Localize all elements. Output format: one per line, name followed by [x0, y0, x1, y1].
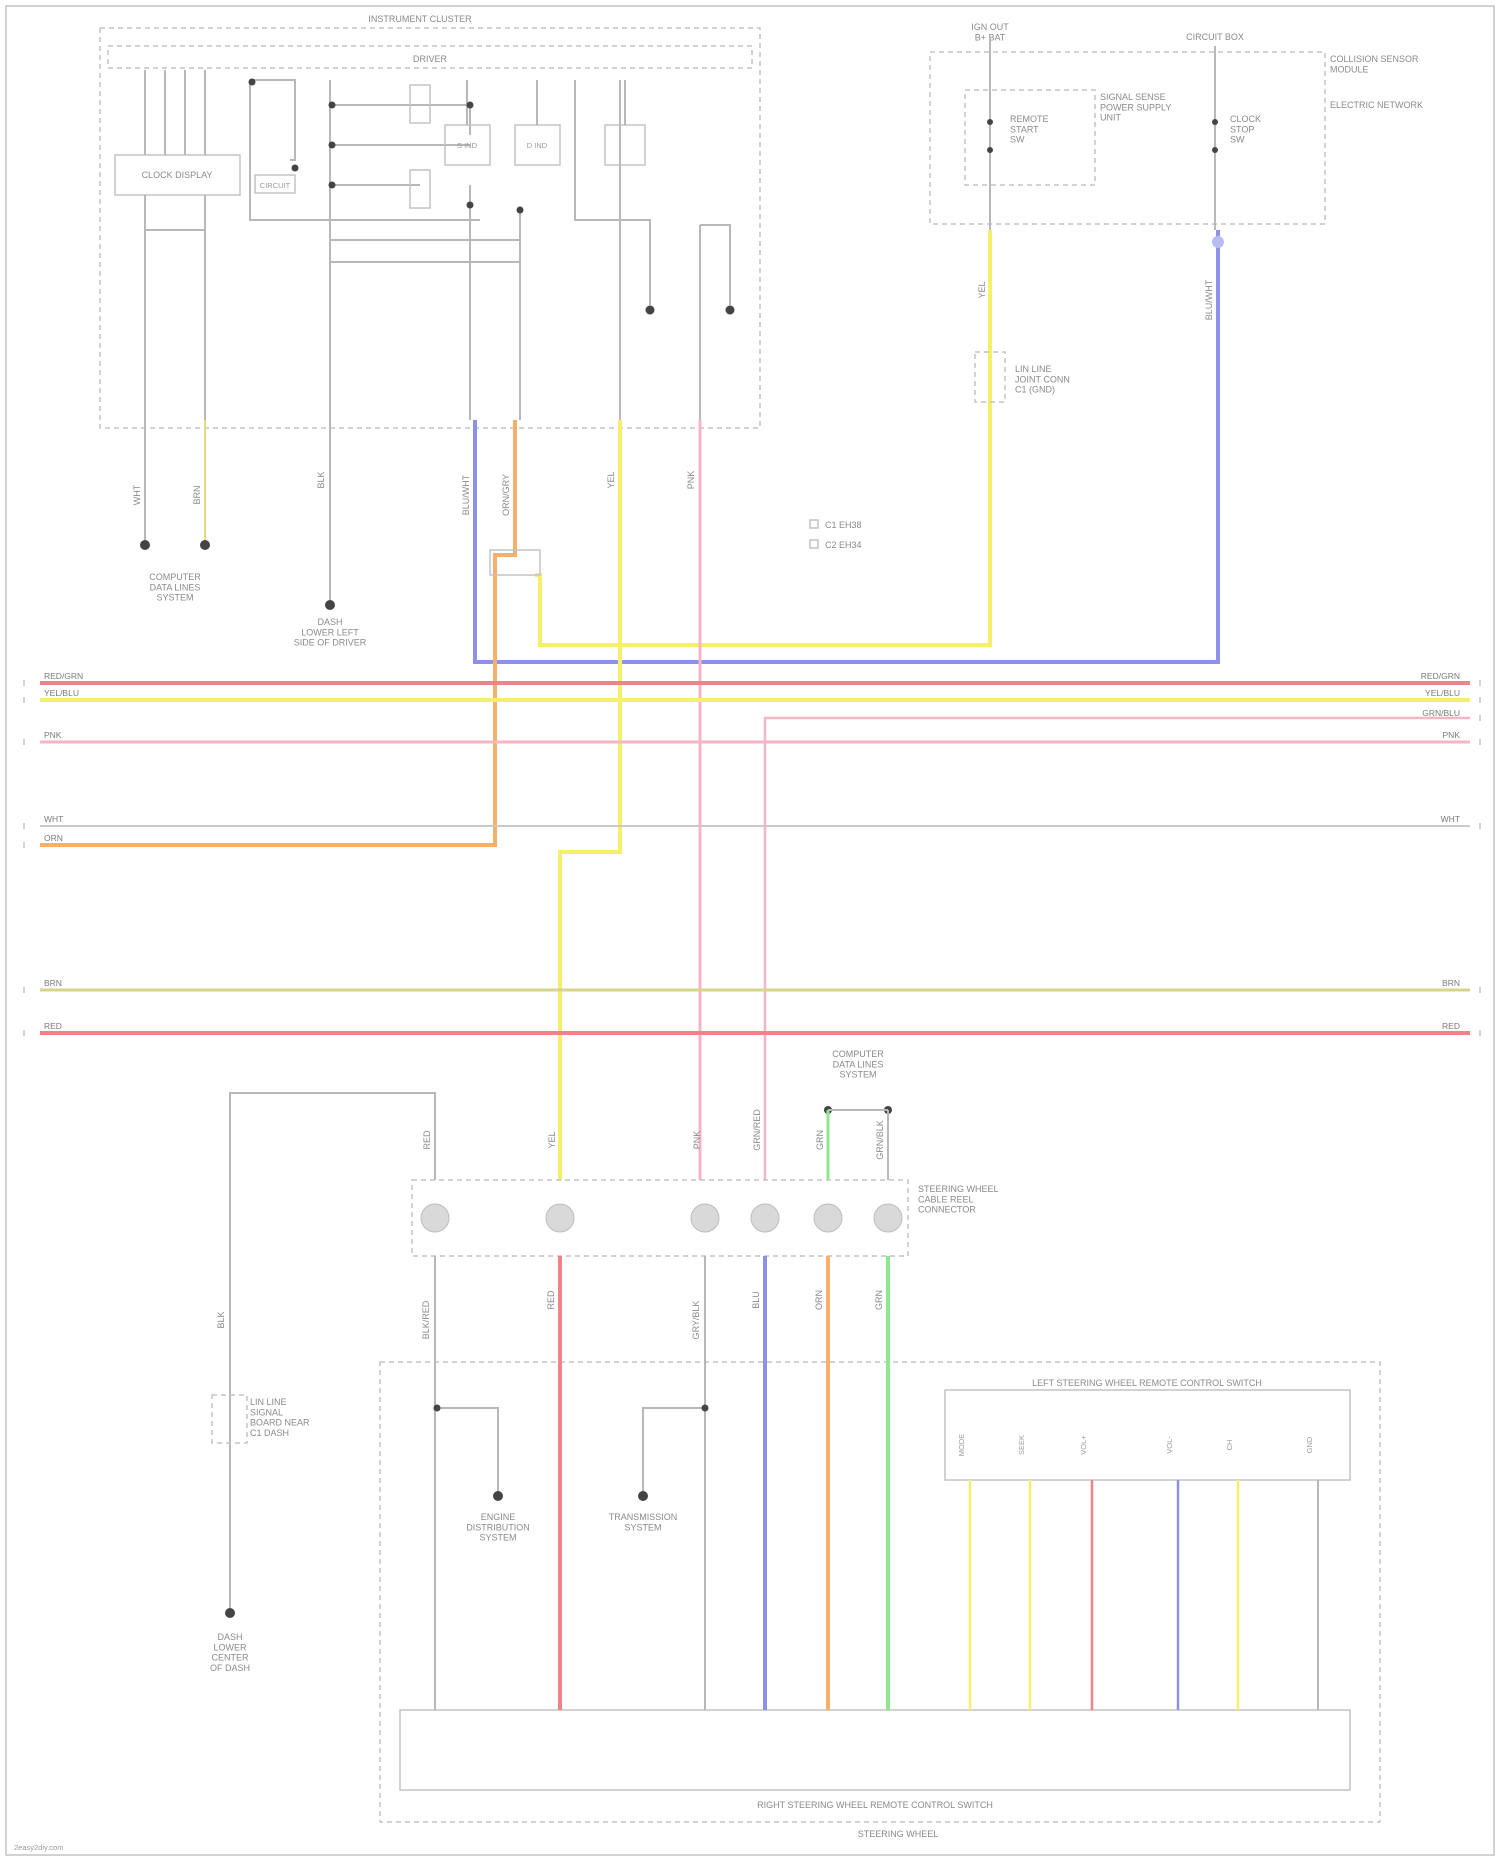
- bus-left-3: WHT: [44, 814, 63, 824]
- wire-top-orange: ORN/GRY: [501, 474, 511, 516]
- bus-left-4: ORN: [44, 833, 63, 843]
- circuit-box-label: CIRCUIT BOX: [1186, 32, 1244, 42]
- wire-sw-5: GRN: [815, 1130, 825, 1150]
- cluster-outputs: BLU/WHT ORN/GRY YEL PNK: [40, 420, 700, 1180]
- bus-left-6: RED: [44, 1021, 62, 1031]
- bottom-module-label: RIGHT STEERING WHEEL REMOTE CONTROL SWIT…: [757, 1800, 993, 1810]
- wire-sw-1: RED: [422, 1130, 432, 1150]
- switch-col-2-label: SEEK: [1017, 1435, 1026, 1455]
- wire-top-blue: BLU/WHT: [461, 474, 471, 515]
- wire-low-6: GRN: [874, 1290, 884, 1310]
- switch-col-6-label: GND: [1305, 1436, 1314, 1453]
- d-ind-label: D IND: [527, 141, 548, 150]
- wire-sw-3: PNK: [692, 1131, 702, 1150]
- bus-right-2: GRN/BLU: [1422, 708, 1460, 718]
- bus-left-5: BRN: [44, 978, 62, 988]
- bus-right-1: YEL/BLU: [1425, 688, 1460, 698]
- legend-2: C2 EH34: [825, 540, 862, 550]
- cruise-title-label: LEFT STEERING WHEEL REMOTE CONTROL SWITC…: [1032, 1378, 1262, 1388]
- wire-low-3: GRY/BLK: [691, 1301, 701, 1340]
- bus-right-0: RED/GRN: [1421, 671, 1460, 681]
- wire-sw-4: GRN/RED: [752, 1109, 762, 1151]
- wire-sw-2: YEL: [547, 1131, 557, 1148]
- bus-right-4: WHT: [1441, 814, 1460, 824]
- clock-display-label: CLOCK DISPLAY: [142, 170, 213, 180]
- bus-right-3: PNK: [1443, 730, 1461, 740]
- bus-left-0: RED/GRN: [44, 671, 83, 681]
- steering-wheel-label: STEERING WHEEL: [858, 1829, 939, 1839]
- legend: C1 EH38 C2 EH34: [810, 520, 862, 550]
- wire-low-2: RED: [546, 1290, 556, 1310]
- switch-col-4-label: VOL-: [1165, 1436, 1174, 1454]
- wire-top-pink: PNK: [686, 471, 696, 490]
- wire-top-mid: BLK: [316, 471, 326, 488]
- driver-label: DRIVER: [413, 54, 448, 64]
- wire-right-blue: BLU/WHT: [1204, 279, 1214, 320]
- wire-sw-6: GRN/BLK: [875, 1120, 885, 1160]
- instrument-cluster-label: INSTRUMENT CLUSTER: [368, 14, 472, 24]
- s-ind-label: S IND: [457, 141, 478, 150]
- wire-right-yellow: YEL: [977, 281, 987, 298]
- footer-watermark: 2easy2diy.com: [14, 1843, 63, 1852]
- legend-1: C1 EH38: [825, 520, 862, 530]
- wire-top-left-b: BRN: [192, 485, 202, 504]
- wire-top-left-a: WHT: [132, 484, 142, 505]
- switch-col-3-label: VOL+: [1079, 1435, 1088, 1455]
- bus-left-1: YEL/BLU: [44, 688, 79, 698]
- switch-col-5-label: CH: [1225, 1440, 1234, 1451]
- bus-lines: RED/GRN YEL/BLU PNK WHT ORN BRN RED RED/…: [24, 671, 1480, 1180]
- instrument-cluster: INSTRUMENT CLUSTER DRIVER CLOCK DISPLAY …: [100, 14, 760, 648]
- bus-right-5: BRN: [1442, 978, 1460, 988]
- module-sub-label: ELECTRIC NETWORK: [1330, 100, 1423, 110]
- wire-left-vert: BLK: [216, 1311, 226, 1328]
- bus-right-6: RED: [1442, 1021, 1460, 1031]
- switch-col-1-label: MODE: [957, 1434, 966, 1457]
- wire-low-1: BLK/RED: [421, 1300, 431, 1339]
- wire-low-5: ORN: [814, 1290, 824, 1310]
- wire-low-4: BLU: [751, 1291, 761, 1309]
- steering-wheel: STEERING WHEEL LEFT STEERING WHEEL REMOT…: [380, 1256, 1380, 1839]
- bus-left-2: PNK: [44, 730, 62, 740]
- circuit-label: CIRCUIT: [260, 181, 291, 190]
- wire-top-yellow: YEL: [606, 471, 616, 488]
